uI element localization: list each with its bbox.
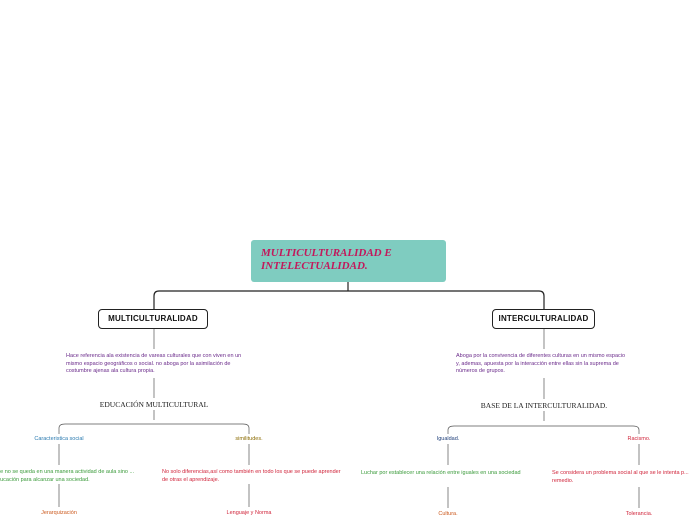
tolerancia-node[interactable]: Tolerancia. — [625, 511, 653, 517]
similitudes-node[interactable]: similitudes. — [235, 436, 263, 442]
base-interculturalidad-node[interactable]: BASE DE LA INTERCULTURALIDAD. — [480, 401, 608, 410]
caracteristica-social-text[interactable]: que no se queda en una manera actividad … — [0, 469, 135, 483]
jerarquizacion-node[interactable]: Jerarquización — [41, 510, 77, 516]
racismo-node[interactable]: Racismo. — [627, 436, 651, 442]
root-title: MULTICULTURALIDAD E INTELECTUALIDAD. — [261, 247, 392, 272]
interculturalidad-node[interactable]: INTERCULTURALIDAD — [492, 309, 595, 329]
multiculturalidad-label: MULTICULTURALIDAD — [108, 314, 198, 323]
root-topic[interactable]: MULTICULTURALIDAD E INTELECTUALIDAD. — [251, 240, 446, 282]
igualdad-text[interactable]: Luchar por establecer una relación entre… — [361, 470, 521, 476]
lenguaje-y-norma-node[interactable]: Lenguaje y Norma — [226, 510, 272, 516]
educacion-multicultural-node[interactable]: EDUCACIÓN MULTICULTURAL — [99, 400, 209, 409]
igualdad-node[interactable]: Igualdad. — [436, 436, 460, 442]
multiculturalidad-description[interactable]: Hace referencia ala existencia de vareas… — [66, 353, 242, 374]
multiculturalidad-node[interactable]: MULTICULTURALIDAD — [98, 309, 208, 329]
root-connector — [153, 282, 545, 309]
multi-base-branch-line — [58, 410, 250, 434]
caracteristica-social-node[interactable]: Caracteristica social — [34, 436, 84, 442]
similitudes-text[interactable]: No solo diferencias,así como también en … — [162, 469, 341, 483]
cultura-node[interactable]: Cultura. — [438, 511, 458, 517]
inter-base-branch-line — [447, 411, 640, 434]
interculturalidad-label: INTERCULTURALIDAD — [498, 314, 589, 323]
racismo-text[interactable]: Se considera un problema social al que s… — [552, 470, 689, 484]
interculturalidad-description[interactable]: Aboga por la convivencia de diferentes c… — [456, 353, 626, 374]
